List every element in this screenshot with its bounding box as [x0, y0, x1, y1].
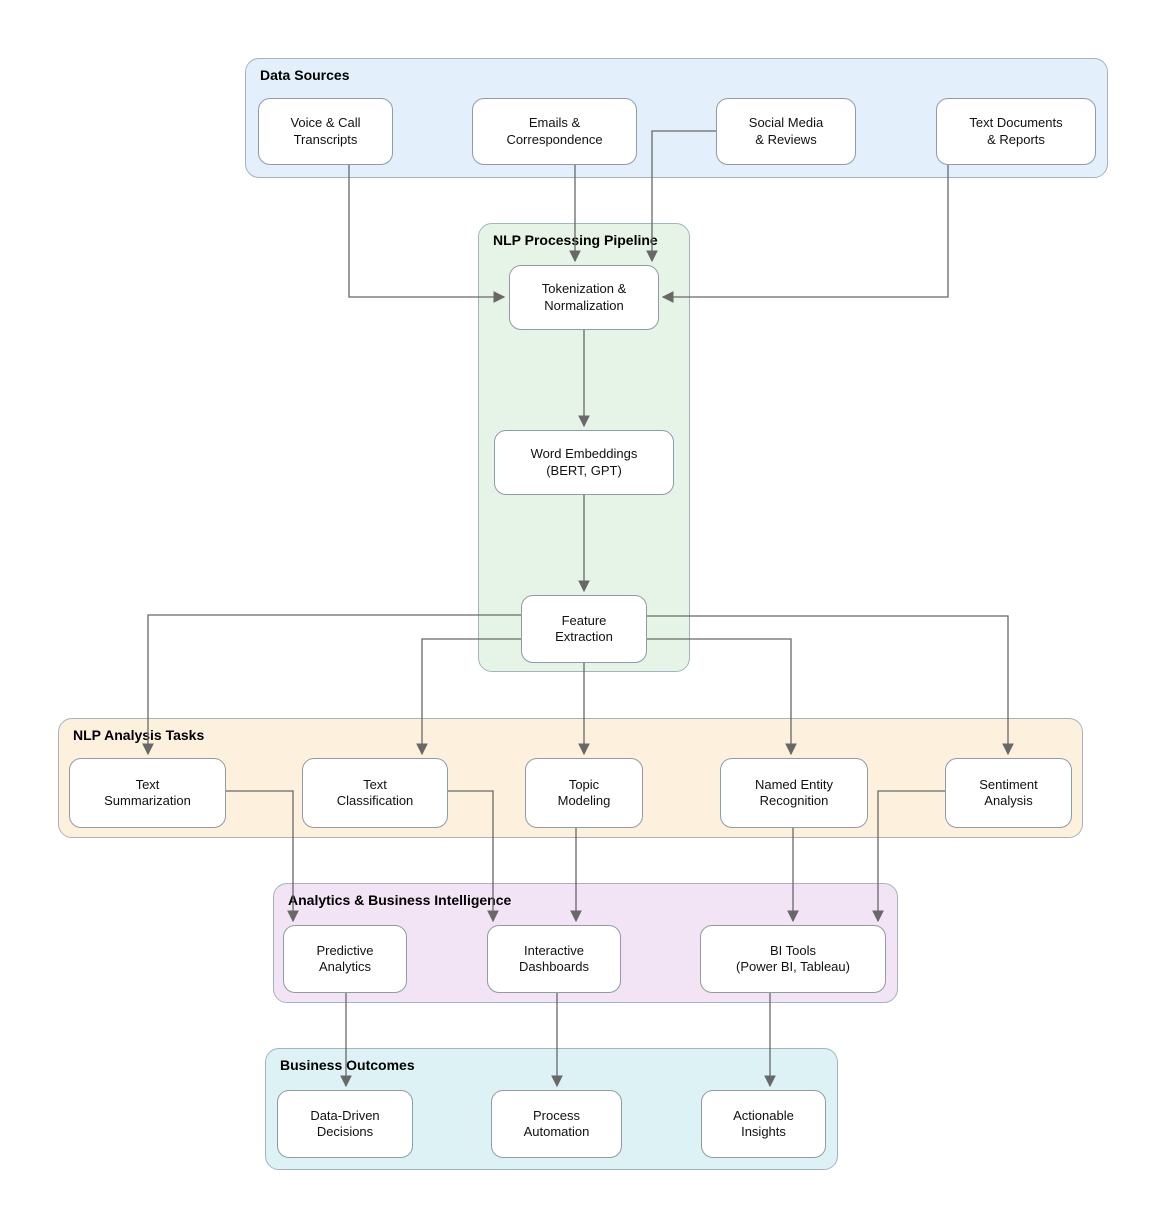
node-label-text-documents-reports: Text Documents & Reports [969, 115, 1063, 147]
node-label-bi-tools: BI Tools (Power BI, Tableau) [736, 942, 850, 974]
node-predictive-analytics: Predictive Analytics [283, 925, 407, 993]
group-title-business-outcomes: Business Outcomes [280, 1057, 415, 1073]
node-label-named-entity-recognition: Named Entity Recognition [754, 776, 834, 808]
node-label-social-media-reviews: Social Media & Reviews [748, 115, 824, 147]
node-text-classification: Text Classification [302, 758, 448, 828]
node-actionable-insights: Actionable Insights [701, 1090, 826, 1158]
edge-textdocs-to-tokenization [661, 165, 949, 303]
edge-feature-to-sentiment [647, 615, 1014, 756]
node-label-emails-correspondence: Emails & Correspondence [506, 115, 603, 147]
node-bi-tools: BI Tools (Power BI, Tableau) [700, 925, 886, 993]
node-sentiment-analysis: Sentiment Analysis [945, 758, 1072, 828]
node-label-data-driven-decisions: Data-Driven Decisions [310, 1107, 380, 1139]
group-title-analytics-business-intelligence: Analytics & Business Intelligence [288, 892, 512, 908]
node-topic-modeling: Topic Modeling [525, 758, 643, 828]
node-social-media-reviews: Social Media & Reviews [716, 98, 856, 165]
edge-feature-to-textclassification [416, 638, 521, 756]
node-label-word-embeddings: Word Embeddings (BERT, GPT) [530, 446, 638, 478]
node-label-voice-call-transcripts: Voice & Call Transcripts [290, 115, 361, 147]
node-label-actionable-insights: Actionable Insights [733, 1107, 794, 1139]
node-emails-correspondence: Emails & Correspondence [472, 98, 637, 165]
node-interactive-dashboards: Interactive Dashboards [487, 925, 621, 993]
edge-feature-to-ner [647, 638, 797, 756]
edge-social-to-tokenization [646, 130, 716, 263]
node-tokenization-normalization: Tokenization & Normalization [509, 265, 659, 330]
node-label-text-classification: Text Classification [336, 776, 414, 808]
group-title-data-sources: Data Sources [260, 67, 350, 83]
node-named-entity-recognition: Named Entity Recognition [720, 758, 868, 828]
node-label-sentiment-analysis: Sentiment Analysis [979, 776, 1038, 808]
edge-feature-to-textsummarization [142, 614, 521, 756]
node-label-interactive-dashboards: Interactive Dashboards [518, 942, 590, 974]
edge-voice-to-tokenization [348, 165, 506, 303]
node-process-automation: Process Automation [491, 1090, 622, 1158]
node-data-driven-decisions: Data-Driven Decisions [277, 1090, 413, 1158]
node-text-documents-reports: Text Documents & Reports [936, 98, 1096, 165]
node-label-text-summarization: Text Summarization [104, 776, 191, 808]
node-label-feature-extraction: Feature Extraction [555, 612, 613, 644]
node-text-summarization: Text Summarization [69, 758, 226, 828]
node-label-tokenization-normalization: Tokenization & Normalization [541, 281, 627, 313]
node-label-process-automation: Process Automation [523, 1107, 590, 1139]
node-feature-extraction: Feature Extraction [521, 595, 647, 663]
edge-sentiment-to-bitools [872, 790, 945, 923]
node-label-topic-modeling: Topic Modeling [557, 776, 611, 808]
edge-textsummarization-to-predictive [226, 790, 299, 923]
group-title-nlp-analysis-tasks: NLP Analysis Tasks [73, 727, 205, 743]
edge-textclassification-to-dashboards [448, 790, 499, 923]
node-label-predictive-analytics: Predictive Analytics [316, 942, 374, 974]
node-word-embeddings: Word Embeddings (BERT, GPT) [494, 430, 674, 495]
node-voice-call-transcripts: Voice & Call Transcripts [258, 98, 393, 165]
